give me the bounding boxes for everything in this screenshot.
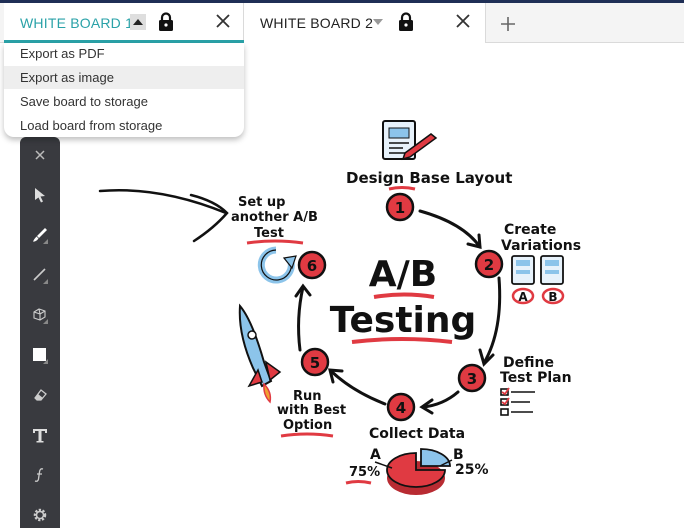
step-5-label-line-2: with Best <box>277 403 346 418</box>
step-2-number: 2 <box>484 256 494 274</box>
chevron-down-icon[interactable] <box>370 14 386 30</box>
step-2-label-line-2: Variations <box>501 238 581 254</box>
close-tab-icon[interactable] <box>455 13 471 29</box>
tab-white-board-1[interactable]: WHITE BOARD 1 <box>4 3 244 44</box>
settings-icon[interactable] <box>30 505 50 525</box>
text-icon[interactable] <box>30 425 50 445</box>
menu-item-export-pdf[interactable]: Export as PDF <box>20 46 105 61</box>
pointer-icon[interactable] <box>30 185 50 205</box>
step-6-label-line-3: Test <box>254 226 284 241</box>
step-6-label-line-2: another A/B <box>231 210 318 225</box>
variant-b-label: B <box>548 290 557 304</box>
design-layout-icon <box>382 120 438 161</box>
line-icon[interactable] <box>30 265 50 285</box>
step-4-label: Collect Data <box>369 426 465 442</box>
board-title-line-2: Testing <box>330 300 477 341</box>
board-dropdown-menu: Export as PDF Export as image Save board… <box>4 43 244 137</box>
underline-accent <box>280 432 334 438</box>
pie-label-a: A <box>370 447 381 463</box>
step-3-number: 3 <box>467 370 477 388</box>
active-tab-indicator <box>4 40 244 44</box>
step-5-label-line-3: Option <box>283 418 332 433</box>
color-square-icon[interactable] <box>30 345 50 365</box>
add-tab-icon[interactable] <box>496 12 520 36</box>
function-icon[interactable] <box>30 465 50 485</box>
step-markers: 1 2 3 4 5 6 <box>297 192 504 422</box>
tab-bar: WHITE BOARD 1 WHITE BOARD 2 <box>0 3 684 44</box>
top-accent-bar <box>0 0 684 3</box>
step-3-label-line-2: Test Plan <box>500 370 572 386</box>
menu-item-save-board[interactable]: Save board to storage <box>20 94 148 109</box>
pie-percent-b: 25% <box>455 462 489 478</box>
variations-icon <box>511 255 565 305</box>
underline-accent <box>246 239 304 245</box>
step-1-number: 1 <box>395 199 405 217</box>
refresh-icon <box>257 246 297 284</box>
freehand-arrow[interactable] <box>98 188 229 243</box>
close-icon[interactable] <box>30 145 50 165</box>
step-4-number: 4 <box>396 399 406 417</box>
close-tab-icon[interactable] <box>215 13 231 29</box>
pie-label-b: B <box>453 447 464 463</box>
step-3-label-line-1: Define <box>503 355 554 371</box>
tab-white-board-2[interactable]: WHITE BOARD 2 <box>244 3 486 43</box>
pie-percent-a: 75% <box>349 465 380 480</box>
cycle-arrows <box>294 209 502 415</box>
underline-accent <box>351 337 453 344</box>
pie-chart-icon <box>386 448 451 495</box>
checklist-icon <box>500 387 535 416</box>
menu-item-export-image[interactable]: Export as image <box>4 66 244 89</box>
pie-leader-a <box>374 461 393 469</box>
step-2-label-line-1: Create <box>504 222 556 238</box>
underline-accent <box>373 292 435 299</box>
underline-accent <box>345 480 372 485</box>
step-1-label: Design Base Layout <box>346 169 512 187</box>
lock-icon[interactable] <box>158 12 174 32</box>
tab-label: WHITE BOARD 1 <box>20 15 134 31</box>
tab-label: WHITE BOARD 2 <box>260 15 374 31</box>
board-title-line-1: A/B <box>369 254 437 295</box>
step-5-label-line-1: Run <box>293 389 322 404</box>
chevron-up-icon[interactable] <box>130 14 146 30</box>
step-5-number: 5 <box>310 354 320 372</box>
lock-icon[interactable] <box>398 12 414 32</box>
shape-icon[interactable] <box>30 305 50 325</box>
whiteboard-canvas[interactable]: Design Base Layout 1 2 3 4 5 6 A/B Testi… <box>60 44 684 528</box>
rocket-icon <box>238 303 282 404</box>
step-6-number: 6 <box>307 257 317 275</box>
brush-icon[interactable] <box>30 225 50 245</box>
menu-item-load-board[interactable]: Load board from storage <box>20 118 163 133</box>
underline-accent <box>388 186 416 191</box>
variant-a-label: A <box>518 290 528 304</box>
step-6-label-line-1: Set up <box>238 195 285 210</box>
drawing-toolbar <box>20 137 60 528</box>
pie-leader-b <box>439 459 453 467</box>
eraser-icon[interactable] <box>30 385 50 405</box>
